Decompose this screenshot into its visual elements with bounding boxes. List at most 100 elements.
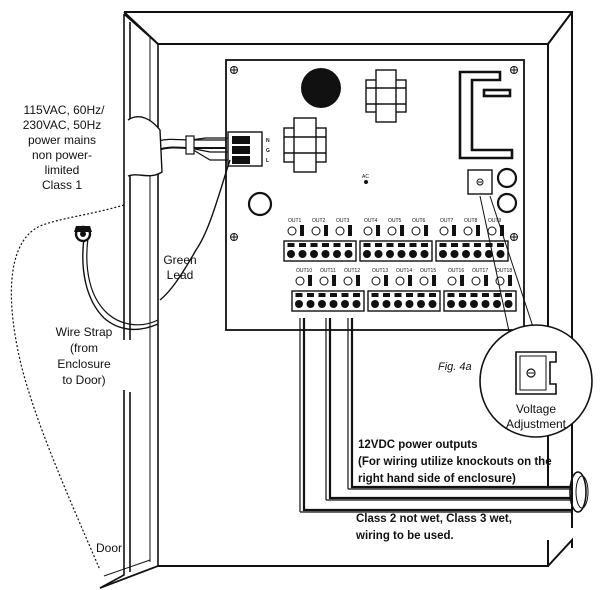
output-fuse: [332, 275, 336, 286]
terminal-slot: [299, 243, 306, 247]
wire-strap-line3: Enclosure: [57, 357, 111, 371]
outputs-line2: (For wiring utilize knockouts on the: [358, 456, 552, 468]
mains-cable: [127, 116, 228, 177]
output-label: OUT3: [336, 218, 350, 224]
output-label: OUT6: [412, 218, 426, 224]
terminal-screw: [341, 300, 349, 308]
output-fuse: [400, 225, 404, 236]
terminal-screw: [420, 250, 429, 258]
terminal-screw: [374, 250, 383, 258]
terminal-slot: [353, 293, 360, 297]
terminal-screw: [352, 300, 361, 308]
output-led: [311, 226, 321, 236]
terminal-screw: [405, 300, 414, 308]
terminal-screw: [409, 250, 417, 258]
output-label: OUT10: [296, 268, 312, 274]
terminal-slot: [493, 293, 501, 297]
door-label: Door: [96, 541, 122, 555]
heat-sink: [458, 70, 514, 160]
pin-n-label: N: [266, 138, 270, 144]
output-fuse: [324, 225, 328, 236]
terminal-screw: [344, 250, 353, 258]
terminal-slot: [439, 243, 447, 247]
terminal-screw: [458, 300, 467, 308]
output-label: OUT4: [364, 218, 378, 224]
terminal-screw: [428, 300, 437, 308]
terminal-screw: [450, 250, 459, 258]
class-note-label: Class 2 not wet, Class 3 wet, wiring to …: [355, 513, 512, 542]
capacitor: [301, 68, 341, 108]
output-led: [335, 226, 345, 236]
power-connector: N G L: [227, 131, 270, 167]
output-led: [487, 226, 497, 236]
output-led: [439, 226, 449, 236]
mains-line6: Class 1: [42, 178, 82, 192]
output-label: OUT14: [396, 268, 412, 274]
mains-line5: limited: [45, 163, 80, 177]
terminal-screw: [470, 300, 478, 308]
output-fuse: [476, 225, 480, 236]
output-led: [387, 226, 397, 236]
outputs-line1: 12VDC power outputs: [358, 439, 477, 451]
terminal-slot: [310, 243, 318, 247]
output-label: OUT13: [372, 268, 388, 274]
terminal-screw: [481, 300, 490, 308]
pin-l-label: L: [266, 158, 269, 164]
pin-g-label: G: [266, 148, 270, 154]
wire-strap-line2: (from: [70, 341, 98, 355]
terminal-slot: [341, 293, 349, 297]
wire-strap-line1: Wire Strap: [56, 325, 113, 339]
terminal-screw: [318, 300, 326, 308]
terminal-slot: [330, 293, 337, 297]
output-fuse: [308, 275, 312, 286]
mains-line2: 230VAC, 50Hz: [23, 118, 102, 132]
outputs-line3: right hand side of enclosure): [358, 473, 516, 485]
terminal-slot: [318, 293, 326, 297]
output-led: [447, 276, 457, 286]
terminal-screw: [371, 300, 379, 308]
terminal-slot: [451, 243, 458, 247]
terminal-slot: [474, 243, 481, 247]
output-fuse: [484, 275, 488, 286]
output-led: [419, 276, 429, 286]
output-fuse: [356, 275, 360, 286]
terminal-slot: [322, 243, 329, 247]
terminal-slot: [421, 243, 428, 247]
terminal-slot: [371, 293, 379, 297]
output-label: OUT17: [472, 268, 488, 274]
terminal-screw: [485, 250, 493, 258]
output-led: [411, 226, 421, 236]
output-label: OUT7: [440, 218, 454, 224]
output-led: [395, 276, 405, 286]
terminal-slot: [429, 293, 436, 297]
mains-label: 115VAC, 60Hz/ 230VAC, 50Hz power mains n…: [23, 103, 105, 192]
fig-label: Fig. 4a: [438, 361, 472, 373]
output-label: OUT8: [464, 218, 478, 224]
led-2: [496, 192, 518, 214]
output-label: OUT5: [388, 218, 402, 224]
terminal-screw: [295, 300, 303, 308]
output-label: OUT16: [448, 268, 464, 274]
transformer-middle: [283, 117, 327, 173]
terminal-screw: [447, 300, 455, 308]
terminal-screw: [310, 250, 318, 258]
wire-strap: [10, 204, 159, 571]
voltage-callout: Voltage Adjustment: [479, 195, 593, 438]
transformer-top: [365, 69, 407, 123]
output-label: OUT15: [420, 268, 436, 274]
terminal-slot: [406, 293, 413, 297]
led-1: [496, 167, 518, 189]
terminal-slot: [482, 293, 489, 297]
output-label: OUT18: [496, 268, 512, 274]
terminal-slot: [505, 293, 512, 297]
terminal-slot: [409, 243, 417, 247]
terminal-slot: [394, 293, 402, 297]
terminal-slot: [363, 243, 371, 247]
voltage-pot: [467, 169, 493, 195]
output-fuse: [348, 225, 352, 236]
terminal-slot: [383, 293, 390, 297]
mains-line3: power mains: [28, 133, 96, 147]
terminal-slot: [447, 293, 455, 297]
output-fuse: [432, 275, 436, 286]
